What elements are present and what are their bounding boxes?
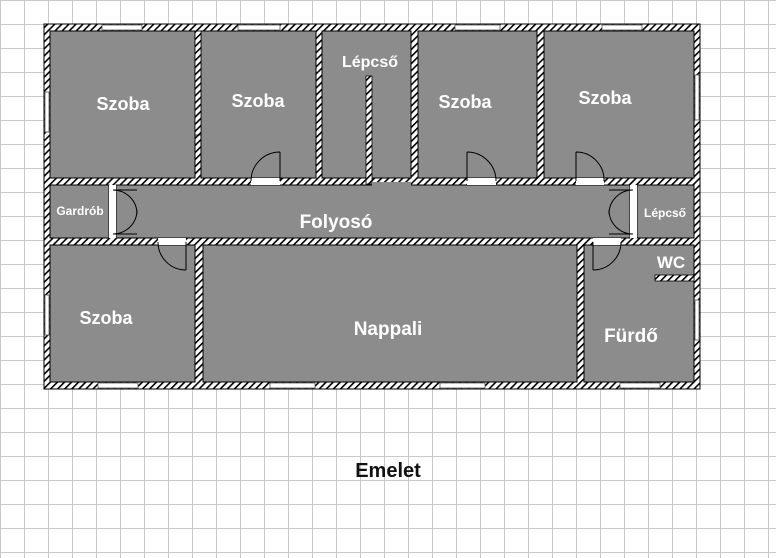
window [97,382,139,389]
window [44,294,50,336]
interior-walls [194,30,695,282]
window [619,382,661,389]
window [237,24,281,31]
door-lepcso-2 [608,185,637,238]
window [439,382,486,389]
label-szoba-3: Szoba [438,92,492,112]
window [101,24,143,31]
floor-caption: Emelet [355,460,421,482]
door-gardrob [109,185,138,238]
door-szoba-5 [157,238,187,271]
label-wc: WC [657,253,685,272]
door-szoba-3 [466,151,497,185]
window [269,382,316,389]
windows [44,24,700,389]
label-szoba-4: Szoba [578,88,632,108]
room-szoba-4 [543,30,695,179]
room-szoba-2 [200,30,317,179]
room-labels: Szoba Szoba Lépcső Szoba Szoba Gardrób F… [56,54,686,347]
window [454,24,501,31]
room-nappali [202,244,578,383]
wall-wc [654,274,695,282]
stair-opening [372,182,411,186]
label-lepcso-1: Lépcső [342,54,398,71]
label-szoba-2: Szoba [231,91,285,111]
label-szoba-5: Szoba [79,308,133,328]
room-szoba-1 [49,30,196,179]
label-gardrob: Gardrób [56,204,103,218]
label-folyoso: Folyosó [300,212,373,233]
room-gardrob [49,184,110,239]
door-szoba-4 [575,151,605,185]
window [601,24,643,31]
door-szoba-2 [250,151,281,185]
label-szoba-1: Szoba [96,94,150,114]
room-furdo [583,244,695,383]
room-folyoso [115,184,631,239]
door-furdo [592,238,622,271]
room-szoba-5 [49,244,196,383]
label-lepcso-2: Lépcső [644,206,686,220]
doors [109,151,637,271]
rooms [49,30,695,383]
label-furdo: Fürdő [604,326,658,347]
window [694,299,700,341]
window [694,74,700,121]
wall-stub-szoba [194,30,202,136]
window [44,91,50,133]
label-nappali: Nappali [354,319,423,340]
wall-stair-divider [365,75,373,185]
